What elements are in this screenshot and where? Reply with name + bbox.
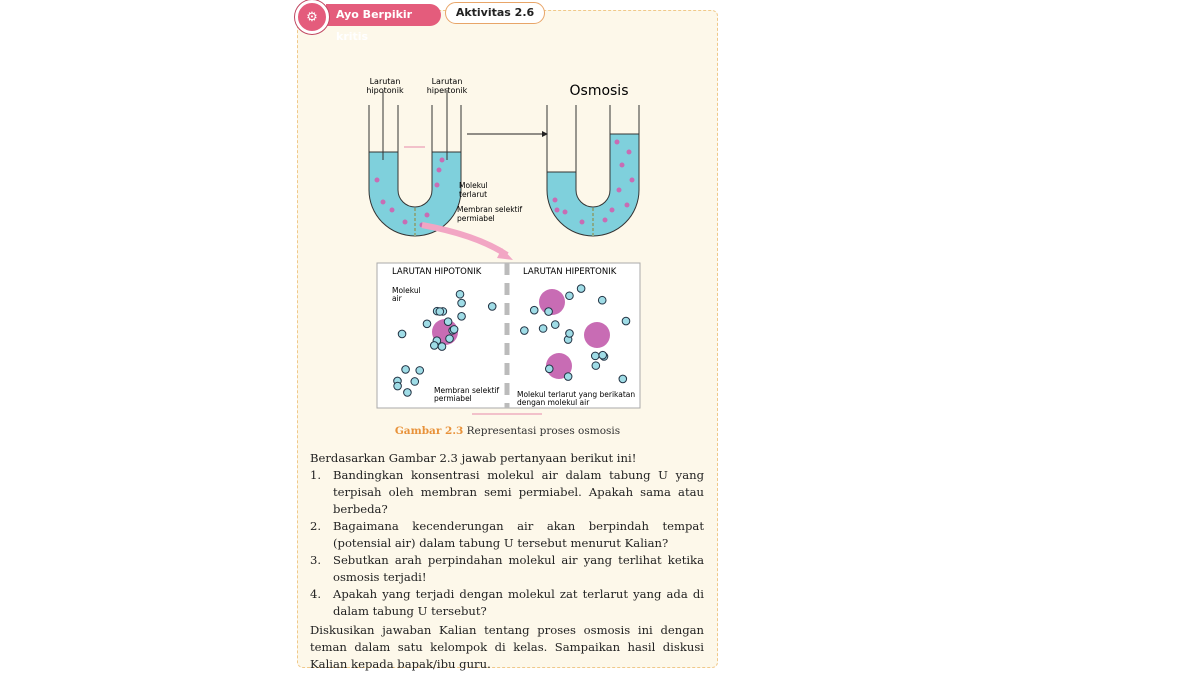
solute-dot — [374, 177, 380, 183]
water-molecule — [393, 381, 402, 391]
water-molecule — [445, 334, 454, 343]
water-molecule — [598, 350, 608, 360]
water-molecule — [565, 329, 574, 338]
solute-dot — [402, 219, 408, 225]
closing-text: Diskusikan jawaban Kalian tentang proses… — [310, 623, 704, 671]
water-molecule — [397, 329, 407, 339]
solute-dot — [436, 167, 442, 173]
solute-dot — [626, 149, 632, 155]
water-molecule — [529, 305, 539, 315]
water-molecule — [487, 302, 497, 311]
water-molecule — [563, 372, 573, 381]
solute-dot — [619, 162, 625, 168]
question-item: 3. Sebutkan arah perpindahan molekul air … — [310, 552, 704, 586]
water-molecule — [520, 326, 529, 335]
question-number: 1. — [310, 468, 322, 482]
water-molecule — [435, 307, 445, 316]
water-molecule — [415, 366, 425, 375]
solute-molecule — [546, 353, 572, 379]
solute-molecule — [539, 289, 565, 315]
question-text: Bandingkan konsentrasi molekul air dalam… — [333, 468, 704, 516]
question-text: Bagaimana kecenderungan air akan berpind… — [333, 519, 704, 550]
question-item: 2. Bagaimana kecenderungan air akan berpi… — [310, 518, 704, 552]
u-tube-after — [546, 105, 640, 237]
question-number: 3. — [310, 553, 322, 567]
solute-dot — [614, 139, 620, 145]
water-molecule — [618, 374, 628, 384]
solute-dot — [380, 199, 386, 205]
question-item: 1. Bandingkan konsentrasi molekul air dal… — [310, 467, 704, 518]
section-badge: Ayo Berpikir kritis — [326, 4, 441, 43]
u-tube-before — [368, 90, 462, 237]
solute-dot — [562, 209, 568, 215]
water-molecule — [538, 324, 548, 333]
water-molecule — [591, 361, 601, 370]
question-number: 2. — [310, 519, 322, 533]
water-molecule — [457, 312, 466, 321]
solute-dot — [602, 217, 608, 223]
question-item: 4. Apakah yang terjadi dengan molekul zat… — [310, 586, 704, 620]
activity-label: Aktivitas 2.6 — [445, 2, 545, 24]
water-molecule — [403, 388, 412, 397]
solute-molecule — [584, 322, 610, 348]
right-title: LARUTAN HIPERTONIK — [523, 267, 617, 277]
water-molecule — [621, 316, 631, 326]
water-molecule — [457, 298, 466, 308]
solute-dot — [439, 157, 445, 163]
solute-dot — [579, 219, 585, 225]
question-text: Apakah yang terjadi dengan molekul zat t… — [333, 587, 704, 618]
osmosis-title: Osmosis — [570, 83, 629, 99]
water-molecule — [550, 320, 560, 329]
water-molecule — [597, 295, 607, 305]
water-molecule — [590, 351, 600, 361]
question-list: 1. Bandingkan konsentrasi molekul air dal… — [310, 467, 704, 620]
solute-dot — [552, 197, 558, 203]
water-molecule — [565, 291, 574, 301]
water-molecule — [401, 365, 410, 374]
caption-number: Gambar 2.3 — [394, 425, 464, 437]
water-molecule — [544, 307, 553, 316]
solute-dot — [554, 207, 560, 213]
intro-text: Berdasarkan Gambar 2.3 jawab pertanyaan … — [310, 451, 637, 465]
water-molecule — [449, 325, 459, 334]
water-molecule — [544, 364, 554, 374]
water-molecule — [455, 289, 465, 299]
water-molecule — [422, 319, 432, 329]
solute-dot — [616, 187, 622, 193]
solute-dot — [424, 212, 430, 218]
solute-dot — [389, 207, 395, 213]
question-number: 4. — [310, 587, 322, 601]
figure-caption: Gambar 2.3 Representasi proses osmosis — [297, 425, 718, 437]
activity-body: Berdasarkan Gambar 2.3 jawab pertanyaan … — [310, 450, 704, 673]
water-molecule — [429, 341, 439, 350]
solute-dot — [609, 207, 615, 213]
solute-dot — [434, 182, 440, 188]
brain-gear-icon: ⚙ — [295, 0, 329, 34]
solute-dot — [629, 177, 635, 183]
solute-dot — [624, 202, 630, 208]
question-text: Sebutkan arah perpindahan molekul air ya… — [333, 553, 704, 584]
caption-text: Representasi proses osmosis — [463, 425, 621, 437]
left-title: LARUTAN HIPOTONIK — [392, 267, 482, 277]
water-molecule — [443, 317, 453, 326]
water-molecule — [576, 284, 586, 293]
water-molecule — [410, 377, 420, 386]
